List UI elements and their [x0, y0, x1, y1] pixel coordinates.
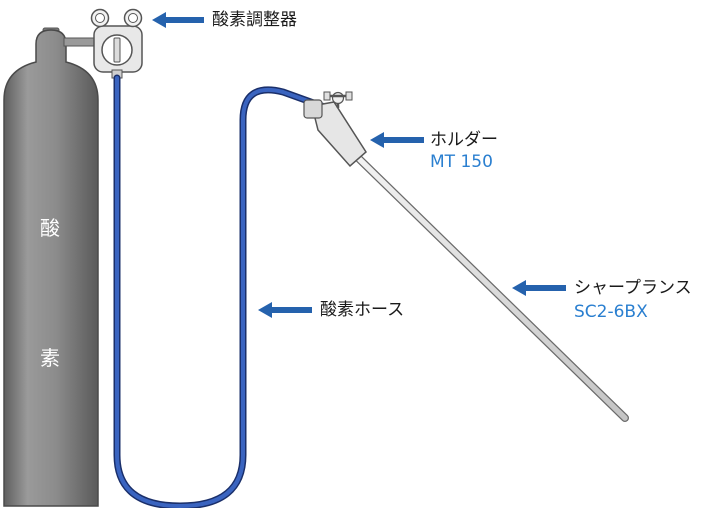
oxygen-hose	[115, 76, 324, 508]
arrow-holder	[370, 132, 424, 148]
label-lance-model: SC2-6BX	[574, 302, 648, 322]
cylinder-char-1: 酸	[40, 216, 60, 240]
valve-handle-icon	[323, 91, 353, 108]
label-lance: シャープランス	[574, 278, 692, 298]
arrow-regulator	[152, 12, 204, 28]
cylinder-body	[3, 29, 99, 507]
label-holder: ホルダー	[430, 130, 498, 150]
label-regulator: 酸素調整器	[212, 10, 297, 30]
arrow-lance	[512, 280, 566, 296]
regulator-icon	[90, 8, 143, 79]
oxygen-hose-outline	[113, 74, 326, 508]
cylinder-char-2: 素	[40, 346, 60, 370]
label-hose: 酸素ホース	[320, 300, 405, 320]
arrow-hose	[258, 302, 312, 318]
lance	[346, 146, 629, 422]
label-holder-model: MT 150	[430, 152, 493, 172]
cylinder-connector	[63, 37, 95, 47]
oxygen-cylinder	[3, 27, 99, 507]
holder	[303, 91, 367, 168]
